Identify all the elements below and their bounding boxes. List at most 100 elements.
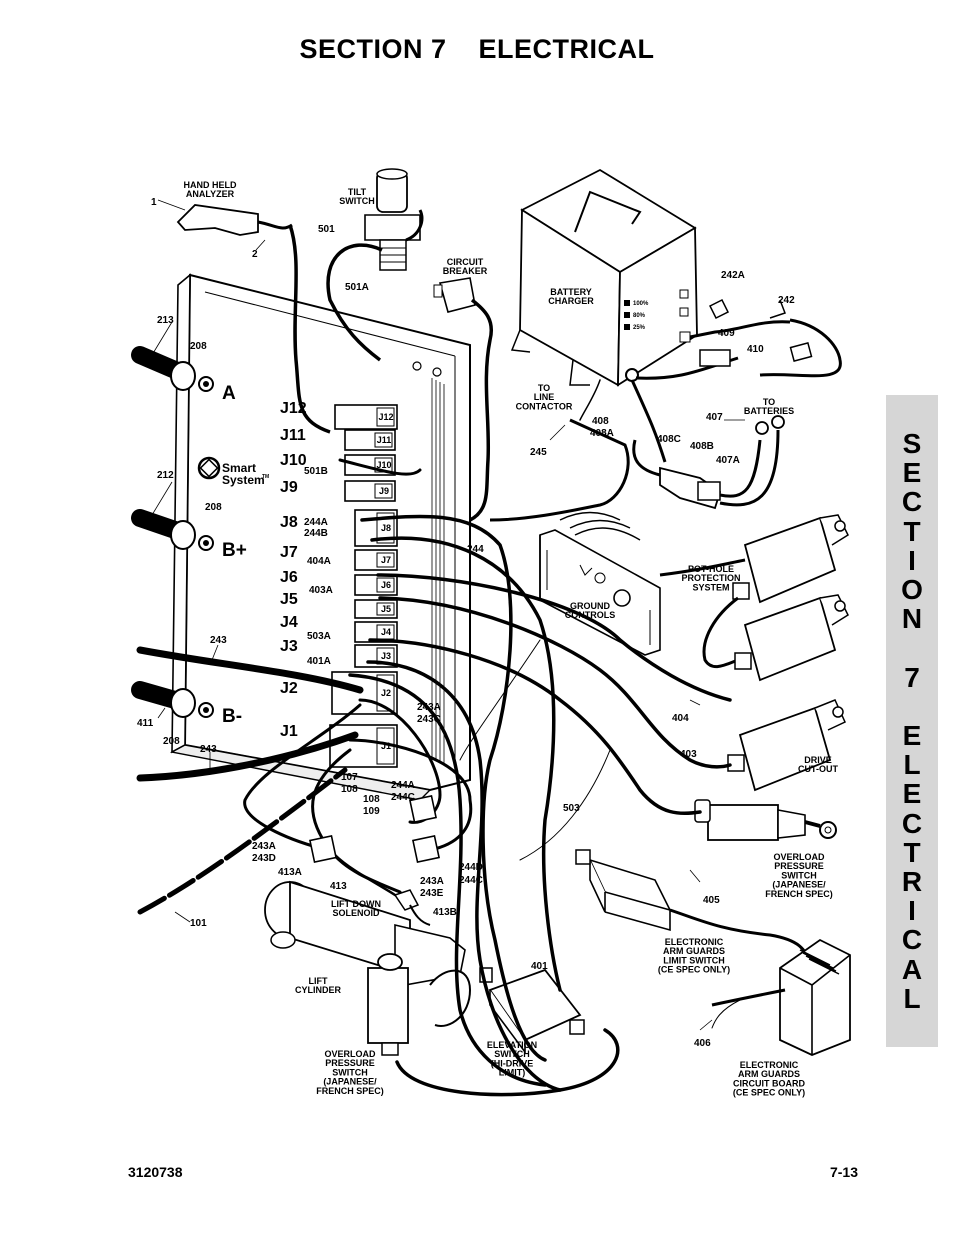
arm-guards-circuit-board — [711, 938, 851, 1056]
terminal-bminus-label: B- — [222, 706, 242, 727]
label-line: TILT — [348, 187, 367, 197]
callout-503: 503 — [563, 803, 580, 814]
tilt-switch — [326, 168, 424, 362]
connector-j11: J11 — [344, 429, 396, 451]
callout-403: 403 — [680, 749, 697, 760]
callout-244a: 244A — [304, 517, 328, 528]
label-line: FRENCH SPEC) — [765, 889, 833, 899]
label-line: (CE SPEC ONLY) — [658, 965, 730, 975]
page-title: SECTION 7 ELECTRICAL — [299, 34, 655, 64]
label-line: BREAKER — [443, 266, 488, 276]
callout-245: 245 — [530, 447, 547, 458]
terminal-a-label: A — [222, 383, 236, 404]
callout-410: 410 — [747, 344, 764, 355]
callout-212: 212 — [157, 470, 174, 481]
led-label-1: 100% — [633, 301, 649, 307]
label-line: CYLINDER — [295, 985, 342, 995]
connector-j4: J4 — [354, 621, 398, 643]
label-line: CIRCUIT BOARD — [733, 1078, 805, 1088]
battery-charger: 100% 80% 25% — [510, 168, 842, 463]
label-line: CONTACTOR — [516, 401, 573, 411]
battery-connector — [632, 415, 785, 510]
label-line: LIFT — [309, 976, 328, 986]
callout-108: 108 — [341, 784, 358, 795]
label-line: CONTROLS — [565, 610, 616, 620]
label-line: TO — [538, 383, 550, 393]
connector-j6: J6 — [354, 574, 398, 596]
leader-lines — [151, 199, 745, 1031]
label-line: SYSTEM — [692, 582, 729, 592]
connector-label: J2 — [381, 688, 391, 698]
callout-404a: 404A — [307, 556, 331, 567]
callout-409: 409 — [718, 328, 735, 339]
jack-label-j7: J7 — [280, 544, 298, 561]
side-tab-text: S E C T I O N 7 E L E C T R I C A L — [901, 428, 923, 1014]
jack-label-j6: J6 — [280, 569, 298, 586]
label-line: (JAPANESE/ — [772, 880, 826, 890]
callout-208: 208 — [163, 736, 180, 747]
jack-label-j8: J8 — [280, 514, 298, 531]
label-line: ARM GUARDS — [738, 1069, 800, 1079]
lift-cylinder — [264, 880, 472, 1056]
label-line: BATTERY — [550, 287, 592, 297]
callout-407a: 407A — [716, 455, 740, 466]
callout-101: 101 — [190, 918, 207, 929]
callout-242: 242 — [778, 295, 795, 306]
jack-label-j11: J11 — [280, 427, 306, 444]
callout-numbers: 12501501A213208212208243411208243101501B… — [137, 197, 795, 1049]
callout-242a: 242A — [721, 270, 745, 281]
circuit-breaker — [433, 277, 493, 522]
callout-243a: 243A — [417, 702, 441, 713]
callout-244c: 244C — [459, 875, 483, 886]
connector-label: J8 — [381, 523, 391, 533]
connector-j7: J7 — [354, 549, 398, 571]
label-line: GROUND — [570, 601, 610, 611]
callout-244: 244 — [467, 544, 484, 555]
led-label-2: 80% — [633, 313, 646, 319]
callout-408c: 408C — [657, 434, 681, 445]
callout-107: 107 — [341, 772, 358, 783]
callout-243c: 243C — [417, 714, 441, 725]
jack-label-j9: J9 — [280, 479, 298, 496]
callout-413: 413 — [330, 881, 347, 892]
pot-hole-switch-lower — [659, 558, 849, 682]
label-line: (JAPANESE/ — [323, 1077, 377, 1087]
callout-408: 408 — [592, 416, 609, 427]
label-line: SWITCH — [332, 1067, 368, 1077]
label-line: CUT-OUT — [798, 764, 838, 774]
connector-label: J4 — [381, 627, 391, 637]
label-line: BATTERIES — [744, 406, 794, 416]
elevation-switch — [479, 967, 585, 1055]
label-line: DRIVE — [804, 755, 832, 765]
callout-243e: 243E — [420, 888, 444, 899]
jack-label-j10: J10 — [280, 452, 307, 469]
arm-guards-limit-switch — [575, 849, 812, 963]
label-line: ANALYZER — [186, 189, 235, 199]
label-line: LINE — [534, 392, 555, 402]
connector-label: J9 — [379, 486, 389, 496]
connector-j1: J1 — [329, 724, 398, 768]
callout-208: 208 — [190, 341, 207, 352]
terminal-bplus-label: B+ — [222, 540, 247, 561]
callout-403a: 403A — [309, 585, 333, 596]
label-line: POT-HOLE — [688, 564, 734, 574]
drive-cut-out — [727, 699, 846, 792]
callout-501b: 501B — [304, 466, 328, 477]
connector-label: J7 — [381, 555, 391, 565]
callout-108: 108 — [363, 794, 380, 805]
label-line: TO — [763, 397, 775, 407]
label-line: CHARGER — [548, 296, 594, 306]
callout-407: 407 — [706, 412, 723, 423]
label-line: PRESSURE — [774, 861, 824, 871]
callout-503a: 503A — [307, 631, 331, 642]
